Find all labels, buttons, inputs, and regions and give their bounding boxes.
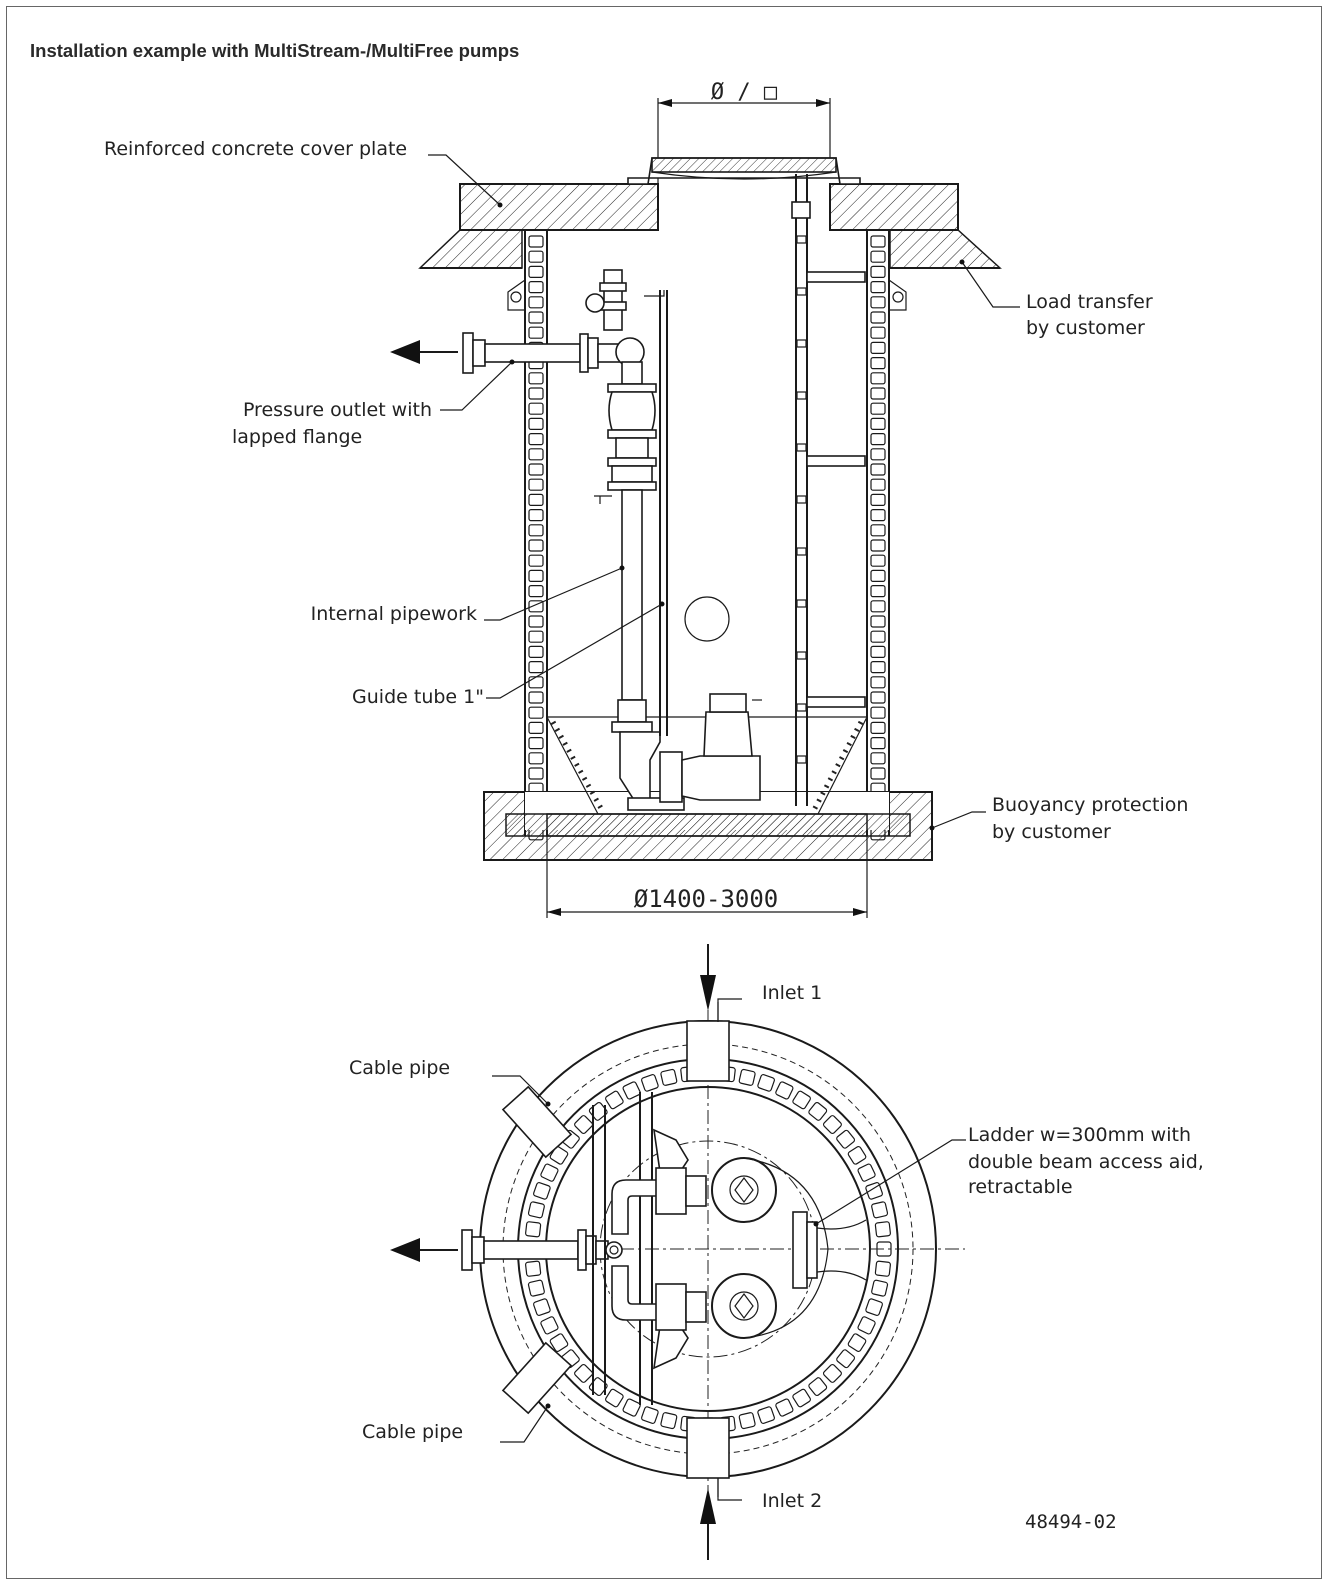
load-transfer-ring — [418, 229, 1002, 269]
inlet-2-pipe — [686, 1417, 730, 1560]
base-slab — [483, 791, 933, 861]
guide-tube — [644, 290, 668, 736]
cable-opening — [684, 596, 730, 642]
label-pressure-outlet-2: lapped flange — [232, 426, 362, 448]
label-ladder-2: double beam access aid, — [968, 1151, 1204, 1173]
plan-ladder — [792, 1211, 867, 1289]
shaft-diameter-label: Ø1400-3000 — [634, 885, 779, 913]
cable-pipe-top — [501, 1085, 573, 1159]
label-pressure-outlet-1: Pressure outlet with — [243, 399, 432, 421]
shaft-walls — [507, 230, 907, 841]
plan-pump-2 — [653, 1273, 777, 1370]
plan-view: Inlet 1 Inlet 2 Cable pipe Cable pipe La… — [349, 944, 1204, 1560]
drawing-frame — [6, 6, 1322, 1579]
submersible-pump — [659, 693, 762, 803]
plan-pump-1 — [653, 1128, 777, 1223]
label-load-transfer-2: by customer — [1026, 317, 1145, 339]
cover-opening-label: Ø / □ — [711, 80, 778, 105]
pressure-outlet-pipe — [390, 332, 645, 374]
side-section-view: Ø / □ — [104, 80, 1188, 918]
plan-pipework — [611, 1179, 661, 1321]
label-buoyancy-1: Buoyancy protection — [992, 794, 1188, 816]
cover-opening-dimension: Ø / □ — [657, 80, 831, 214]
pump-sump-outline — [743, 1157, 829, 1339]
internal-pipework — [585, 269, 685, 811]
label-load-transfer-1: Load transfer — [1026, 291, 1153, 313]
label-cover-plate: Reinforced concrete cover plate — [104, 138, 407, 160]
label-cable-pipe-top: Cable pipe — [349, 1057, 450, 1079]
label-inlet-1: Inlet 1 — [762, 982, 822, 1004]
side-view-leaders — [428, 154, 1020, 831]
cover-plate — [459, 157, 959, 231]
label-ladder-1: Ladder w=300mm with — [968, 1124, 1191, 1146]
label-cable-pipe-bottom: Cable pipe — [362, 1421, 463, 1443]
plan-pressure-outlet — [390, 1229, 623, 1271]
drawing-number: 48494-02 — [1025, 1511, 1117, 1533]
label-guide-tube: Guide tube 1" — [352, 686, 484, 708]
cable-pipe-bottom — [501, 1341, 573, 1415]
label-internal-pipework: Internal pipework — [311, 603, 477, 625]
drawing-title: Installation example with MultiStream-/M… — [30, 40, 520, 61]
label-buoyancy-2: by customer — [992, 821, 1111, 843]
label-inlet-2: Inlet 2 — [762, 1490, 822, 1512]
label-ladder-3: retractable — [968, 1176, 1073, 1198]
plan-view-leaders — [492, 998, 966, 1501]
inlet-1-pipe — [686, 944, 730, 1082]
shaft-diameter-dimension: Ø1400-3000 — [546, 836, 868, 918]
ladder — [791, 174, 866, 806]
guide-rails — [592, 1092, 653, 1405]
